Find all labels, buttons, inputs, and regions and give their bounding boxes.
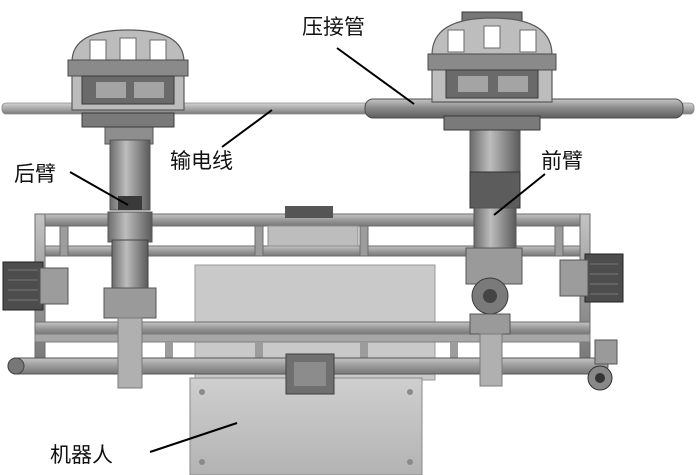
leader-robot [149,422,238,453]
robot-label: 机器人 [50,443,113,467]
right-motor [559,253,624,303]
leader-front-arm [493,173,546,216]
front-arm [465,115,523,387]
crimp-tube-label: 压接管 [302,15,365,39]
leader-power-line [221,109,273,148]
left-motor [2,261,69,311]
power-line-label: 输电线 [170,149,233,173]
rear-arm-label: 后臂 [14,162,56,186]
leader-crimp-tube [336,47,415,105]
front-arm-label: 前臂 [541,149,583,173]
leader-rear-arm [69,171,129,206]
middle-frame-rail [34,321,591,360]
front-gripper [427,11,557,131]
rear-gripper [67,29,189,128]
rear-arm [103,111,157,389]
